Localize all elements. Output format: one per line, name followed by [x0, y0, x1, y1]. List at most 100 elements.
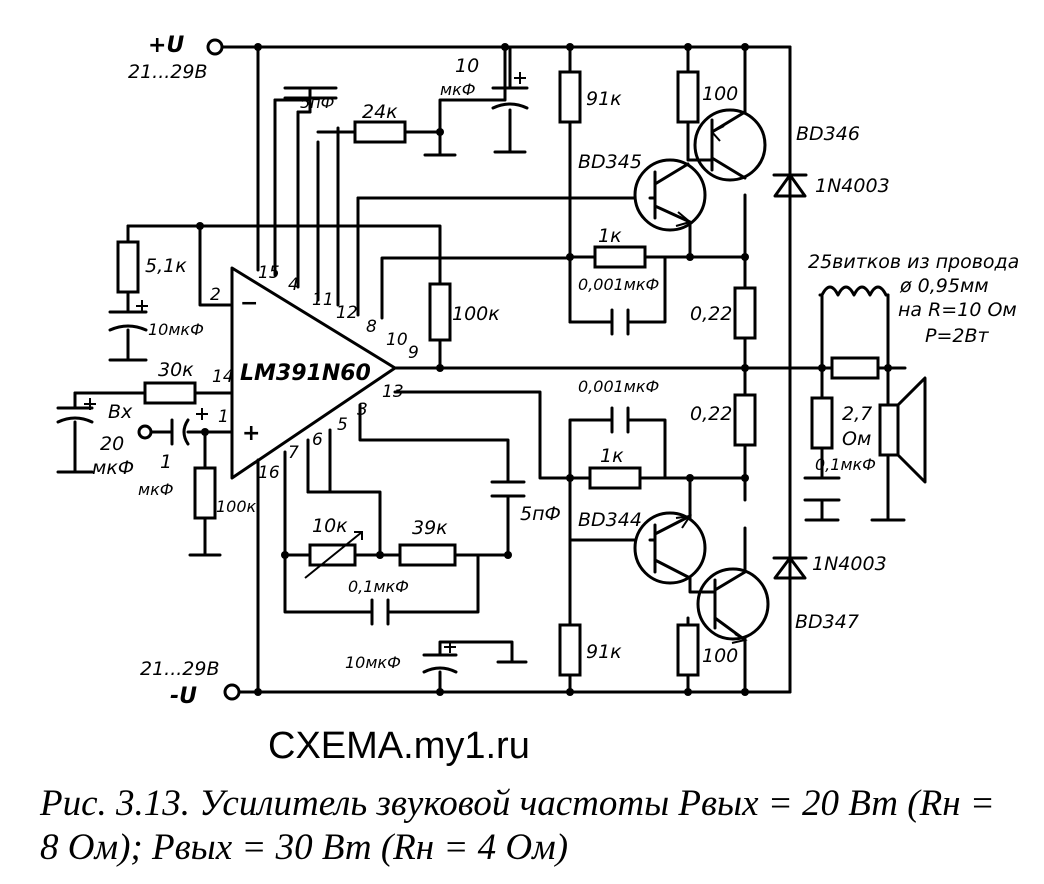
junction-dots — [196, 43, 892, 696]
cap-0-1-output — [803, 476, 841, 502]
input-label: Вх — [108, 401, 133, 423]
supply-pos-terminal: +U 21...29В — [128, 33, 224, 83]
supply-neg-terminal: -U 21...29В — [140, 658, 241, 709]
pin-1: 1 — [218, 407, 229, 427]
ic-lm391n60: LM391N60 − + 2 15 4 11 12 8 10 9 13 3 5 … — [210, 263, 419, 483]
pin-3: 3 — [357, 400, 368, 420]
label-coil-4: P=2Вт — [925, 325, 990, 347]
resistor-39k — [398, 543, 457, 567]
transistor-bd344 — [633, 511, 707, 585]
resistor-91k-top — [558, 70, 582, 124]
cap-5pf-top — [283, 86, 338, 100]
label-q-bd346: BD346 — [796, 123, 860, 145]
cap-20uf — [56, 406, 94, 424]
label-r-100-bot: 100 — [702, 645, 738, 667]
label-coil-2: ø 0,95мм — [899, 275, 989, 297]
label-c-5pf-bot: 5пФ — [520, 503, 561, 525]
label-r-30k: 30к — [158, 359, 194, 381]
capacitors — [56, 72, 841, 674]
ic-name: LM391N60 — [240, 361, 371, 386]
figure-caption: Рис. 3.13. Усилитель звуковой частоты Pв… — [40, 783, 995, 868]
cap-10uf-bottom — [422, 653, 458, 674]
resistor-1k-bottom — [588, 466, 642, 490]
resistor-30k — [143, 381, 197, 405]
cap-0-001-top — [610, 308, 630, 336]
label-r-1k-bot: 1к — [600, 445, 624, 467]
label-c-10uf-top-a: 10 — [455, 55, 479, 77]
label-r-91k-top: 91к — [586, 88, 622, 110]
pin-15: 15 — [258, 263, 280, 283]
label-c-5pf-top: 5пФ — [300, 93, 334, 112]
label-c-10uf-bot: 10мкФ — [345, 653, 401, 672]
component-labels: 5пФ 24к 10 мкФ 91к 100 BD346 BD345 1N400… — [92, 55, 1019, 672]
pin-2: 2 — [210, 285, 221, 305]
supply-pos-label: +U — [148, 33, 184, 58]
supply-neg-range: 21...29В — [140, 658, 220, 680]
transistor-bd345 — [633, 158, 707, 232]
pin-5: 5 — [337, 415, 348, 435]
label-c-20uf-b: мкФ — [92, 457, 134, 479]
transistors — [633, 108, 770, 644]
resistor-100-bottom — [676, 623, 700, 677]
pin-16: 16 — [258, 463, 280, 483]
diodes — [772, 173, 808, 580]
resistor-100k-feedback — [428, 282, 452, 342]
pin-12: 12 — [336, 303, 358, 323]
label-r-10k-pot: 10к — [312, 515, 348, 537]
label-r-100k-in: 100к — [216, 497, 257, 516]
label-q-bd347: BD347 — [795, 611, 859, 633]
cap-0-001-bottom — [610, 406, 630, 434]
input-terminal: Вх — [108, 401, 153, 440]
pin-13: 13 — [382, 382, 404, 402]
label-r-100k-fb: 100к — [452, 303, 500, 325]
resistor-1k-top — [593, 245, 647, 269]
label-coil-3: на R=10 Ом — [898, 299, 1017, 321]
label-q-bd345: BD345 — [578, 151, 642, 173]
transistor-bd346 — [693, 108, 767, 182]
pin-10: 10 — [386, 330, 408, 350]
pin-7: 7 — [288, 443, 299, 463]
label-r-100-top: 100 — [702, 83, 738, 105]
resistor-91k-bottom — [558, 623, 582, 677]
label-d-top: 1N4003 — [815, 175, 890, 197]
ic-minus-sign: − — [240, 291, 258, 316]
transistor-bd347 — [696, 567, 770, 644]
watermark: CXEMA.my1.ru — [268, 725, 530, 767]
resistor-100k-input — [193, 466, 217, 520]
label-c-0-1-bot: 0,1мкФ — [348, 577, 409, 596]
pin-4: 4 — [288, 275, 299, 295]
diode-bottom — [772, 556, 808, 580]
resistor-0-22-bottom — [733, 393, 757, 447]
label-c-0-001-bot: 0,001мкФ — [578, 377, 659, 396]
label-c-1uf-a: 1 — [160, 451, 172, 473]
label-r-022-bot: 0,22 — [690, 403, 732, 425]
pin-11: 11 — [312, 290, 334, 310]
resistor-0-22-top — [733, 286, 757, 340]
cap-10uf-left — [108, 310, 148, 332]
label-r-91k-bot: 91к — [586, 641, 622, 663]
ic-plus-sign: + — [242, 421, 260, 446]
pin-9: 9 — [408, 343, 419, 363]
resistor-5-1k — [116, 240, 140, 294]
cap-1uf — [170, 418, 190, 446]
label-d-bot: 1N4003 — [812, 553, 887, 575]
pot-10k-arrow — [304, 531, 363, 579]
resistor-2-7-ohm — [810, 396, 834, 450]
label-c-10uf-top-b: мкФ — [440, 80, 476, 99]
resistors — [116, 70, 880, 677]
diode-top — [772, 173, 808, 212]
output-coil — [818, 285, 890, 297]
label-c-0-001-top: 0,001мкФ — [578, 275, 659, 294]
label-c-0-1-out: 0,1мкФ — [815, 455, 876, 474]
wiring — [73, 45, 907, 694]
label-c-1uf-b: мкФ — [138, 480, 174, 499]
pin-6: 6 — [312, 430, 323, 450]
resistor-10-ohm — [830, 356, 880, 380]
label-r-39k: 39к — [412, 517, 448, 539]
label-r-2-7-a: 2,7 — [842, 403, 872, 425]
label-c-10uf-left: 10мкФ — [148, 320, 204, 339]
cap-0-1-bottom — [370, 598, 390, 626]
label-coil-1: 25витков из провода — [808, 251, 1019, 273]
cap-10uf-top — [491, 86, 529, 110]
supply-neg-label: -U — [170, 684, 197, 709]
